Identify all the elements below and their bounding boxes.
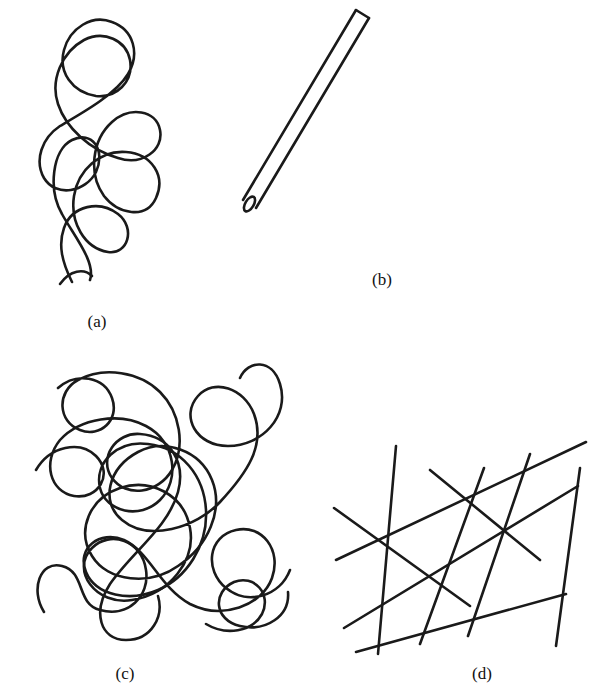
panel-label: (b) (370, 270, 394, 290)
entangled-chain (206, 580, 288, 631)
entangled-chain (58, 372, 180, 640)
coil-chain (40, 20, 161, 282)
coil-tail (60, 271, 92, 284)
crossing-rods (334, 442, 586, 654)
panel-label: (c) (114, 664, 137, 684)
panel-label: (a) (86, 312, 109, 332)
rod (242, 10, 369, 213)
panel-label: (d) (470, 664, 494, 684)
